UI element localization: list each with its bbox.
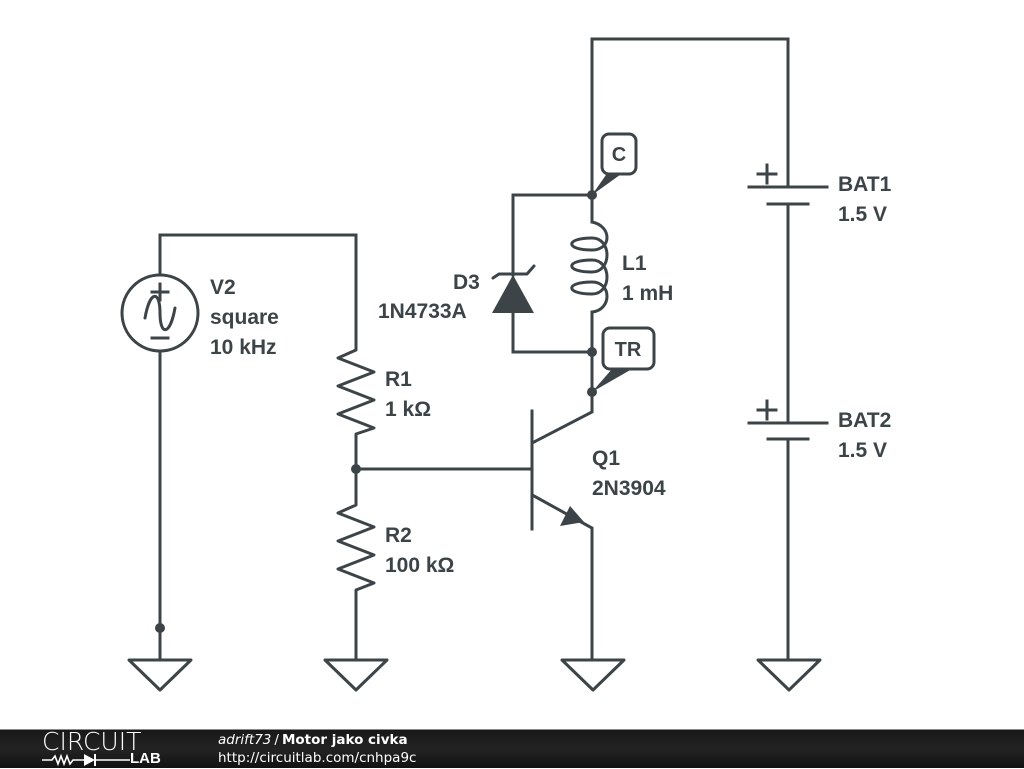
ground-symbol	[560, 658, 626, 692]
junction-dot	[587, 347, 597, 357]
l1-value: 1 mH	[622, 282, 673, 305]
bat1-battery[interactable]: BAT1 1.5 V	[747, 163, 892, 226]
r2-zigzag	[336, 498, 376, 596]
r1-zigzag	[336, 343, 376, 440]
bat2-value: 1.5 V	[838, 439, 887, 462]
d3-zener-diode[interactable]: D3 1N4733A	[378, 193, 594, 354]
bat1-designator: BAT1	[838, 173, 892, 196]
footer-bar: CIRCUIT LAB adrift73/Motor jako civka ht…	[0, 729, 1024, 768]
author-link[interactable]: adrift73	[218, 732, 272, 748]
r2-designator: R2	[385, 524, 412, 547]
q1-value: 2N3904	[592, 477, 666, 500]
title-separator: /	[274, 732, 279, 748]
net-tag-c[interactable]: C	[592, 132, 638, 195]
net-tag-pointer	[592, 172, 624, 195]
net-tag-pointer	[592, 369, 632, 392]
net-tag-box	[600, 132, 638, 176]
r1-value: 1 kΩ	[385, 398, 431, 421]
r1-resistor[interactable]: R1 1 kΩ	[336, 343, 431, 440]
wire-d3-top	[511, 193, 594, 277]
ground-symbol	[127, 658, 193, 692]
net-tag-tr[interactable]: TR	[592, 326, 656, 392]
net-tag-box	[601, 326, 656, 371]
inductor-coil	[570, 220, 609, 314]
l1-designator: L1	[622, 252, 647, 275]
wire-supply-top	[590, 37, 790, 197]
sine-wave-icon	[143, 294, 177, 332]
zener-bar	[491, 264, 536, 280]
q1-npn-transistor[interactable]: Q1 2N3904	[530, 390, 666, 662]
plus-icon	[756, 163, 778, 185]
d3-value: 1N4733A	[378, 300, 467, 323]
logo-text-lab: LAB	[130, 750, 161, 767]
ground-symbol	[323, 658, 389, 692]
circuitlab-logo[interactable]: CIRCUIT LAB	[42, 727, 177, 769]
net-tag-tr-label: TR	[615, 339, 642, 361]
bat1-value: 1.5 V	[838, 203, 887, 226]
circuit-info: adrift73/Motor jako civka http://circuit…	[218, 731, 416, 767]
transistor-collector	[531, 390, 594, 445]
plus-icon	[756, 399, 778, 421]
circuit-url[interactable]: http://circuitlab.com/cnhpa9c	[218, 750, 417, 766]
circuit-schematic: V2 square 10 kHz R1 1 kΩ R2 100 kΩ D3 1N…	[120, 37, 892, 692]
net-tag-c-label: C	[612, 144, 626, 166]
bat2-battery[interactable]: BAT2 1.5 V	[747, 399, 891, 462]
v2-value: 10 kHz	[210, 336, 277, 359]
ground-symbol	[756, 658, 822, 692]
bat2-designator: BAT2	[838, 409, 891, 432]
emitter-arrow-icon	[560, 506, 584, 526]
v2-voltage-source[interactable]: V2 square 10 kHz	[120, 233, 279, 662]
r1-designator: R1	[385, 368, 412, 391]
zener-triangle	[492, 275, 534, 313]
wire-v2-r1	[158, 233, 358, 347]
r2-value: 100 kΩ	[385, 554, 454, 577]
v2-designator: V2	[210, 276, 236, 299]
wire-d3-bottom	[511, 311, 594, 354]
resistor-diode-logo-icon	[42, 753, 130, 767]
r2-resistor[interactable]: R2 100 kΩ	[336, 498, 454, 596]
v2-type-label: square	[210, 306, 279, 329]
transistor-emitter	[531, 493, 594, 662]
q1-designator: Q1	[592, 447, 620, 470]
logo-text-circuit: CIRCUIT	[42, 727, 142, 756]
d3-designator: D3	[453, 271, 480, 294]
junction-dot	[155, 623, 165, 633]
plus-icon	[150, 282, 170, 302]
circuit-title: Motor jako civka	[281, 732, 408, 748]
